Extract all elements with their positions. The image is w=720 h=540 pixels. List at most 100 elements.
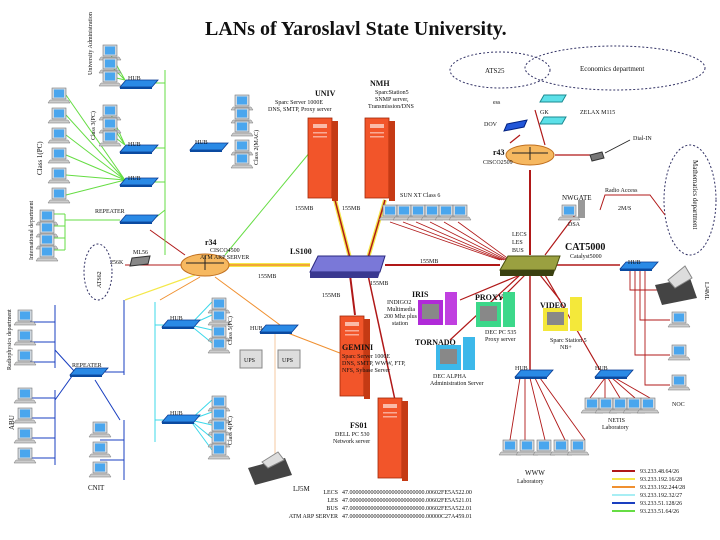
gemini-desc2: DNS, SMTP, WWW, FTP,: [342, 361, 406, 367]
video-label: VIDEO: [540, 301, 566, 310]
r43-label: r43: [493, 148, 505, 157]
nmh-desc3: Transmission/DNS: [368, 104, 414, 110]
group-label-www2: Laboratory: [517, 479, 544, 485]
lj5m-label: LJ5M: [293, 485, 311, 493]
repeater-blue[interactable]: [69, 367, 109, 378]
group-label-netis: NETIS: [608, 418, 625, 424]
tornado-desc1: DEC ALPHA: [433, 374, 467, 380]
printer-lj5m: [248, 451, 292, 485]
pc-group-class2: [230, 94, 254, 169]
atm-address: 47.0000000000000000000000000.00602FE5A52…: [342, 498, 472, 504]
backbone-links: [124, 109, 666, 460]
legend: 93.233.48.64/2693.233.192.16/2893.233.19…: [612, 469, 685, 515]
switch-cat5000[interactable]: [499, 255, 561, 276]
pc-group-class1: [47, 87, 71, 204]
modem-dialin: [589, 151, 605, 162]
univ-desc1: Sparc Server 1000E: [275, 100, 323, 106]
group-label-cnit: CNIT: [88, 484, 105, 492]
r43-model: CISCO2509: [483, 160, 513, 166]
workstation-tornado[interactable]: [436, 337, 475, 370]
atm-address-table: LECS 47.0000000000000000000000000.00602FE…: [289, 490, 472, 520]
cyan-lan: [154, 301, 213, 451]
nwgate-sub: DSA: [568, 222, 581, 228]
switch-ls100[interactable]: [309, 255, 386, 278]
group-label-noc: NOC: [672, 402, 685, 408]
lj4ml-label: LJ4ML: [703, 282, 709, 300]
group-label-abu: ABU: [8, 415, 16, 430]
hub-label: HUB: [128, 176, 141, 182]
iris-label: IRIS: [412, 290, 429, 299]
radio-label: Radio Access: [605, 188, 638, 194]
ups-label: UPS: [282, 358, 293, 364]
group-label-class4: Class 4(PC): [227, 416, 234, 445]
link-speed-label: 155MB: [295, 206, 313, 212]
server-fs01[interactable]: [377, 397, 409, 482]
link-speed-label: 155MB: [370, 281, 388, 287]
printer-lj4ml: [655, 265, 697, 305]
atm-name: ATM ARP SERVER: [289, 514, 338, 520]
link-speed-label: 155MB: [322, 293, 340, 299]
repeater-green[interactable]: [119, 214, 159, 225]
group-label-class3: Class 3(PC): [90, 111, 97, 140]
legend-label: 93.233.48.64/26: [640, 469, 679, 475]
bus-label: BUS: [512, 248, 524, 254]
modem-ml56: [129, 255, 151, 267]
pc-group-admin: [98, 44, 122, 87]
fs01-desc2: Network server: [333, 439, 370, 445]
cloud-ats62: ATS62: [83, 243, 113, 301]
server-nmh[interactable]: [364, 117, 396, 202]
legend-label: 93.233.51.64/26: [640, 509, 679, 515]
ups-label: UPS: [244, 358, 255, 364]
router-r43[interactable]: [505, 144, 555, 166]
pc-group-radiophys: [13, 309, 37, 366]
nmh-desc1: SparcStation5: [375, 90, 409, 96]
hub-label: HUB: [195, 140, 208, 146]
fs01-desc1: DELL PC 530: [335, 432, 369, 438]
router-r34[interactable]: [180, 253, 230, 277]
hub-label: HUB: [628, 260, 641, 266]
group-label-radiophys: Radiophysics department: [7, 309, 13, 370]
group-label-admin: University Administration: [88, 12, 94, 75]
gk-label: GK: [540, 110, 549, 116]
iris-desc1: INDIGO2: [387, 300, 411, 306]
lecs-label: LECS: [512, 232, 527, 238]
hub-label: HUB: [128, 142, 141, 148]
cloud-math: Mathematics department: [663, 144, 717, 256]
hub-label: HUB: [170, 411, 183, 417]
group-label-www: WWW: [525, 469, 545, 477]
dov-label: DOV: [484, 122, 498, 128]
fs01-label: FS01: [350, 421, 367, 430]
svg-text:ATS25: ATS25: [485, 67, 505, 75]
gemini-desc1: Sparc Server 1000E: [342, 354, 390, 360]
proxy-desc2: Proxy server: [485, 337, 516, 343]
workstation-video[interactable]: [543, 297, 582, 331]
video-desc1: Sparc Station 5: [550, 338, 587, 344]
red-hub-links: [509, 270, 670, 441]
atm-name: LECS: [323, 490, 338, 496]
link-speed-label: 155MB: [420, 259, 438, 265]
ls100-label: LS100: [290, 247, 312, 256]
server-univ[interactable]: [307, 117, 339, 202]
repeater-label: REPEATER: [95, 209, 125, 215]
pc-group-netis: [580, 397, 660, 414]
hub-label: HUB: [128, 76, 141, 82]
pc-group-class5: [207, 297, 231, 354]
link-speed-label: 155MB: [342, 206, 360, 212]
les-label: LES: [512, 240, 523, 246]
hub-label: HUB: [250, 326, 263, 332]
nmh-label: NMH: [370, 79, 390, 88]
univ-label: UNIV: [315, 89, 336, 98]
cat5000-label: CAT5000: [565, 242, 605, 253]
iris-desc2: Multimedia: [387, 307, 415, 313]
pc-group-cnit: [88, 421, 112, 478]
hub-ups[interactable]: [259, 324, 299, 335]
workstation-iris[interactable]: [418, 292, 457, 325]
workstation-proxy[interactable]: [476, 292, 515, 327]
k256-label: 256K: [110, 260, 124, 266]
proxy-desc1: DEC PC 535: [485, 330, 516, 336]
ups-2: UPS: [277, 349, 301, 369]
ups-1: UPS: [239, 349, 263, 369]
atm-address: 47.0000000000000000000000000.00602FE5A52…: [342, 506, 472, 512]
